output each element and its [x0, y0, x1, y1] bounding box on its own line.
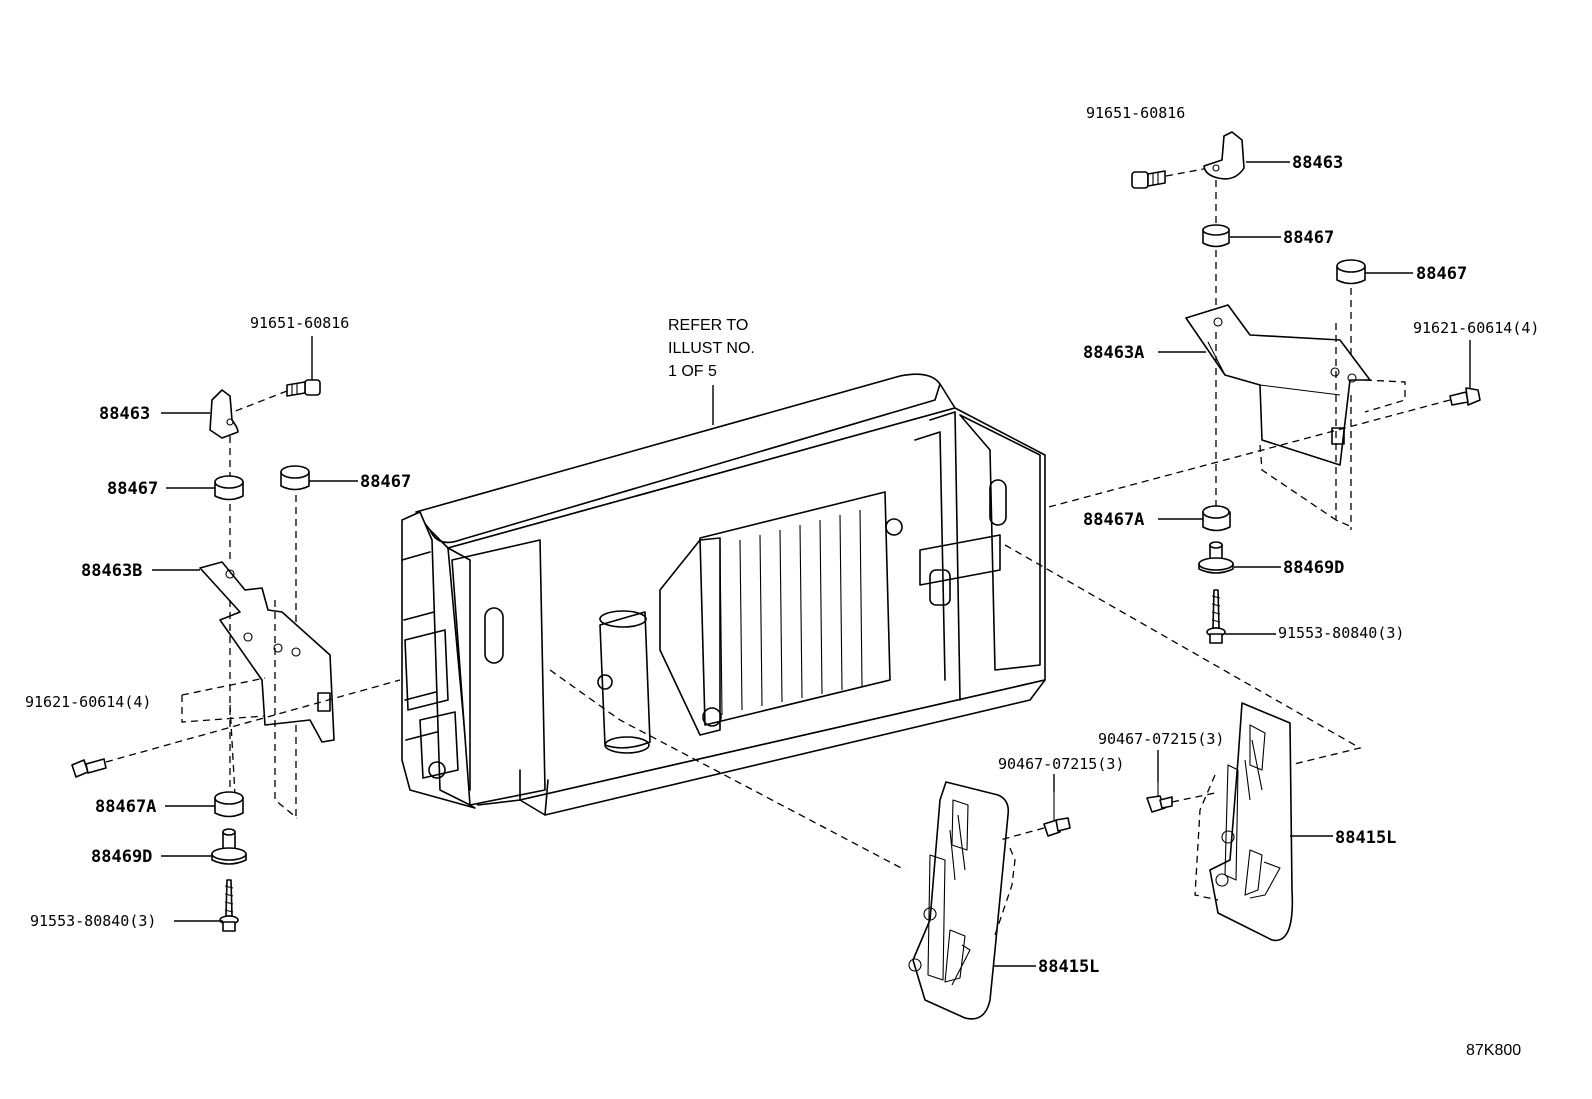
left-upper-cushion-icon: [214, 475, 244, 501]
left-top-bolt-icon: [286, 379, 321, 397]
label-right-bolt-side: 91621-60614(4): [1413, 319, 1539, 337]
label-right-cushion-lower: 88467A: [1083, 510, 1144, 530]
left-screw-icon: [219, 879, 239, 932]
label-left-cushion-upper: 88467: [107, 479, 158, 499]
label-left-bolt-side: 91621-60614(4): [25, 693, 151, 711]
right-side-cover-icon: [1194, 702, 1294, 942]
label-left-bolt-top: 91651-60816: [250, 314, 349, 332]
right-outer-cushion-icon: [1336, 259, 1366, 285]
label-right-cushion-upper: 88467: [1283, 228, 1334, 248]
right-clip-icon: [1146, 782, 1173, 813]
label-right-bracket-top: 88463: [1292, 153, 1343, 173]
leader-lines: [152, 161, 1471, 967]
right-lower-cushion-icon: [1202, 505, 1231, 532]
right-mount-group: [1044, 131, 1481, 942]
condenser-unit-assembly: [401, 373, 1046, 816]
left-outer-cushion-icon: [280, 465, 310, 491]
refer-note-line3: 1 OF 5: [668, 363, 717, 380]
right-screw-icon: [1206, 589, 1226, 644]
right-side-bolt-icon: [1449, 387, 1481, 406]
label-right-screw: 91553-80840(3): [1278, 624, 1404, 642]
right-upper-cushion-icon: [1202, 224, 1230, 248]
left-collar-icon: [211, 828, 247, 865]
label-left-cushion-lower: 88467A: [95, 797, 156, 817]
label-right-bracket-main: 88463A: [1083, 343, 1144, 363]
figure-code: 87K800: [1466, 1042, 1521, 1059]
right-top-bolt-icon: [1131, 170, 1166, 189]
label-right-collar: 88469D: [1283, 558, 1344, 578]
center-cover-group: [908, 781, 1071, 1020]
guide-line-center: [549, 669, 906, 871]
label-right-cushion-outer: 88467: [1416, 264, 1467, 284]
refer-note-line2: ILLUST NO.: [668, 340, 755, 357]
label-left-collar: 88469D: [91, 847, 152, 867]
refer-note: REFER TO ILLUST NO. 1 OF 5: [668, 317, 755, 380]
label-cover-center: 88415L: [1038, 957, 1099, 977]
label-clip-center: 90467-07215(3): [998, 755, 1124, 773]
center-clip-icon: [1043, 792, 1071, 837]
left-mount-group: [71, 336, 401, 932]
guide-line-right: [1004, 544, 1362, 766]
label-left-cushion-outer: 88467: [360, 472, 411, 492]
label-right-bolt-top: 91651-60816: [1086, 104, 1185, 122]
label-left-bracket-top: 88463: [99, 404, 150, 424]
refer-note-line1: REFER TO: [668, 317, 748, 334]
label-left-bracket-main: 88463B: [81, 561, 142, 581]
left-side-bolt-icon: [71, 758, 107, 778]
left-lower-cushion-icon: [214, 791, 244, 818]
right-collar-icon: [1198, 541, 1234, 574]
label-left-screw: 91553-80840(3): [30, 912, 156, 930]
label-cover-right: 88415L: [1335, 828, 1396, 848]
label-clip-right: 90467-07215(3): [1098, 730, 1224, 748]
callout-labels: 91651-60816 88463 88467 88467 88463A 916…: [25, 104, 1539, 977]
